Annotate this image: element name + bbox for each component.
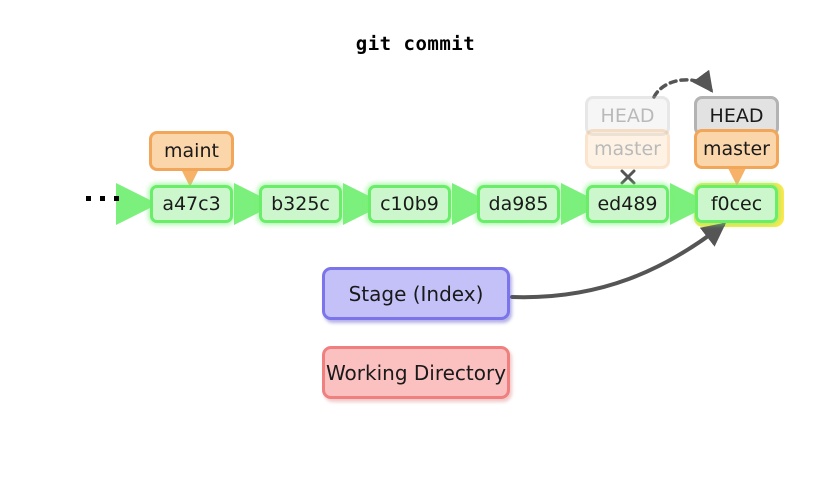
ref-label-master[interactable]: master [694,129,779,169]
head-move-arrow [652,69,714,99]
detach-cross-icon [620,169,636,185]
history-ellipsis [86,196,119,201]
page-title: git commit [355,33,476,55]
commit-node-da985[interactable]: da985 [477,185,560,223]
ellipsis-dot [86,196,91,201]
ellipsis-dot [114,196,119,201]
commit-node-a47c3[interactable]: a47c3 [150,185,233,223]
working-directory-box[interactable]: Working Directory [322,346,510,399]
ellipsis-dot [100,196,105,201]
ref-label-maint[interactable]: maint [149,131,234,171]
commit-node-ed489[interactable]: ed489 [586,185,669,223]
stage-index-box[interactable]: Stage (Index) [322,267,510,320]
ref-label-master-previous: master [585,129,670,169]
commit-node-c10b9[interactable]: c10b9 [368,185,451,223]
commit-node-f0cec[interactable]: f0cec [695,185,778,223]
commit-node-b325c[interactable]: b325c [259,185,342,223]
stage-to-commit-arrow [510,222,727,300]
ref-label-head-previous: HEAD [585,96,670,136]
